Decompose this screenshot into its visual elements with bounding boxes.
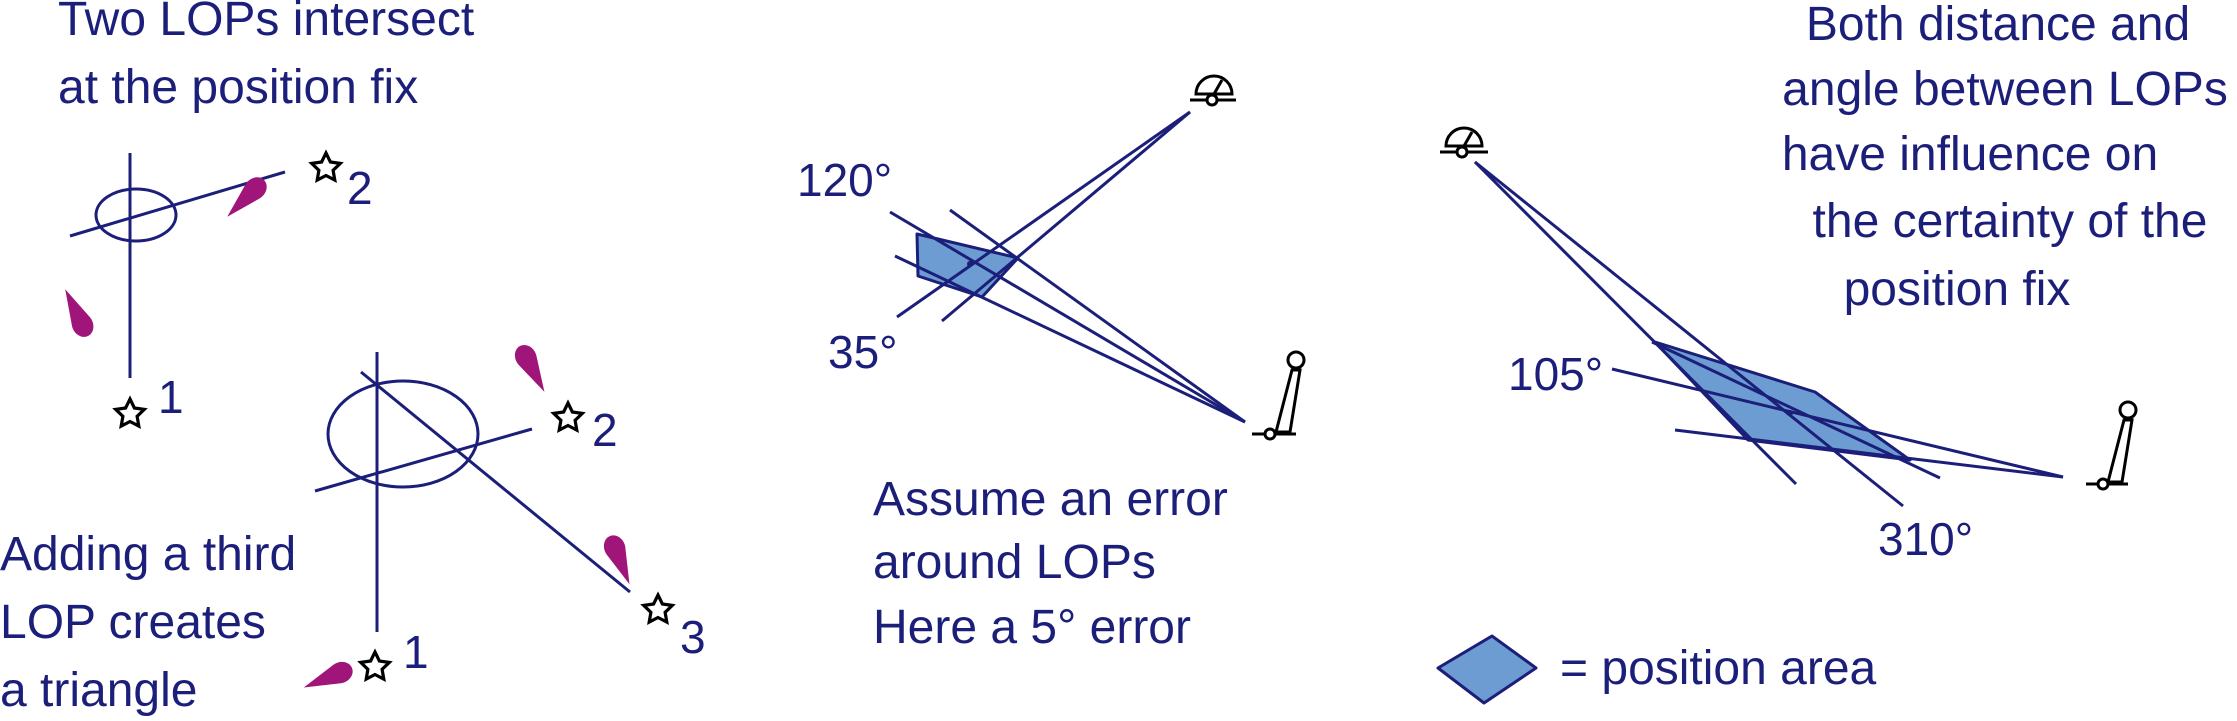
bearing-label-310: 310° <box>1878 513 1973 565</box>
legend-label: = position area <box>1560 642 1877 695</box>
lop-3-line <box>360 370 631 594</box>
panel-distance: Both distance and angle between LOPs hav… <box>1440 0 2228 565</box>
pin-drop-icon <box>510 341 554 397</box>
star-icon <box>359 650 391 681</box>
star-1-label: 1 <box>158 371 184 423</box>
panel-error: 120° 35° Assume an error around LOPs Her… <box>797 74 1306 654</box>
star-2-label: 2 <box>347 162 373 214</box>
pin-drop-icon <box>55 284 98 341</box>
bearing-label-120: 120° <box>797 154 892 206</box>
star-icon <box>310 151 342 182</box>
lop-35-error-line <box>941 110 1191 323</box>
panel1-caption-line-2: at the position fix <box>58 61 418 114</box>
lop-120-error-line <box>949 208 1246 424</box>
panel3-caption-line-1: Assume an error <box>873 473 1228 526</box>
legend-swatch <box>1436 634 1538 705</box>
lighthouse-icon <box>2086 400 2138 491</box>
panel-three-lops: 1 2 3 Adding a third LOP creates a trian… <box>0 341 706 717</box>
panel1-caption-line-1: Two LOPs intersect <box>58 0 474 46</box>
panel4-caption-line-1: Both distance and <box>1806 0 2190 51</box>
star-1-label: 1 <box>403 626 429 678</box>
bearing-label-105: 105° <box>1508 348 1603 400</box>
radar-dome-icon <box>1440 126 1488 159</box>
star-icon <box>642 593 674 624</box>
lop-2-line <box>314 427 533 493</box>
lop-310-line <box>1611 367 2064 479</box>
panel2-caption-line-3: a triangle <box>0 664 197 717</box>
legend: = position area <box>1436 634 1877 705</box>
panel4-caption-line-3: have influence on <box>1782 128 2158 181</box>
panel4-caption-line-2: angle between LOPs <box>1782 63 2228 116</box>
pin-drop-icon <box>299 658 356 698</box>
pin-drop-icon <box>600 532 640 589</box>
star-2-label: 2 <box>592 404 618 456</box>
uncertainty-ellipse <box>326 379 480 489</box>
radar-dome-icon <box>1190 74 1236 107</box>
lop-120-line <box>889 210 1246 424</box>
pin-drop-icon <box>219 172 272 225</box>
star-icon <box>552 401 584 432</box>
panel4-caption-line-4: the certainty of the <box>1813 195 2208 248</box>
bearing-label-35: 35° <box>828 326 898 378</box>
panel3-caption-line-2: around LOPs <box>873 536 1156 589</box>
position-area <box>1653 340 1912 462</box>
lighthouse-icon <box>1252 350 1306 441</box>
lop-35-line <box>896 110 1191 319</box>
lop-120-error-line <box>894 254 1246 424</box>
uncertainty-ellipse <box>94 187 178 243</box>
lop-105-line <box>1473 160 1798 486</box>
panel2-caption-line-2: LOP creates <box>0 596 266 649</box>
panel-two-lops: Two LOPs intersect at the position fix 1… <box>55 0 474 428</box>
panel3-caption-line-3: Here a 5° error <box>873 601 1191 654</box>
star-3-label: 3 <box>680 611 706 663</box>
panel2-caption-line-1: Adding a third <box>0 528 296 581</box>
panel4-caption-line-5: position fix <box>1844 263 2071 316</box>
lop-310-error-line <box>1674 428 2064 479</box>
star-icon <box>114 397 146 428</box>
